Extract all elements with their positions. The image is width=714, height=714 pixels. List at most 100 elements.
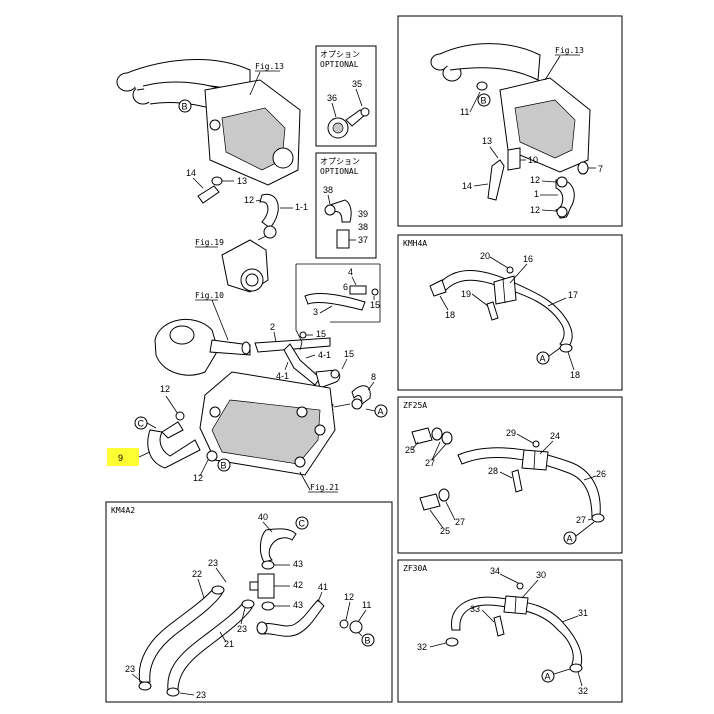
svg-text:1-1: 1-1: [295, 202, 308, 212]
svg-text:21: 21: [224, 639, 234, 649]
hose-1-1: [259, 193, 279, 229]
fig21-label: Fig.21: [310, 483, 339, 492]
pipe-3: [304, 293, 366, 311]
hose-14: [197, 185, 220, 204]
svg-text:20: 20: [480, 251, 490, 261]
svg-text:32: 32: [578, 686, 588, 696]
svg-text:35: 35: [352, 79, 362, 89]
svg-text:3: 3: [313, 307, 318, 317]
svg-text:A: A: [540, 354, 546, 364]
fig13-label: Fig.13: [255, 62, 284, 71]
svg-text:15: 15: [370, 300, 380, 310]
hose-14-rt: [487, 159, 505, 201]
svg-text:OPTIONAL: OPTIONAL: [320, 167, 359, 176]
svg-text:12: 12: [530, 175, 540, 185]
svg-text:10: 10: [528, 155, 538, 165]
svg-text:27: 27: [455, 517, 465, 527]
svg-text:19: 19: [461, 289, 471, 299]
svg-text:22: 22: [192, 569, 202, 579]
svg-text:23: 23: [125, 664, 135, 674]
svg-text:28: 28: [488, 466, 498, 476]
svg-text:39: 39: [358, 209, 368, 219]
panel-km4a2: KM4A2 C 40 43 42 43 41 12 11 B 23: [105, 501, 393, 703]
svg-text:29: 29: [506, 428, 516, 438]
ref-marker-b-main: [217, 458, 231, 472]
hose-21: [167, 601, 253, 691]
hose-9: [147, 429, 201, 469]
fig10-label: Fig.10: [195, 291, 224, 300]
svg-text:12: 12: [160, 384, 170, 394]
svg-text:34: 34: [490, 566, 500, 576]
svg-text:27: 27: [425, 458, 435, 468]
optional-box-2: オプション OPTIONAL 38 39 38 37: [315, 152, 377, 259]
svg-text:23: 23: [196, 690, 206, 700]
svg-text:11: 11: [362, 600, 371, 610]
svg-text:4-1: 4-1: [276, 371, 289, 381]
svg-text:A: A: [567, 534, 573, 544]
svg-text:12: 12: [344, 592, 354, 602]
svg-text:37: 37: [358, 235, 368, 245]
hose-40: [259, 528, 297, 563]
hose-41: [261, 599, 325, 637]
svg-text:41: 41: [318, 582, 328, 592]
svg-text:15: 15: [316, 329, 326, 339]
svg-text:31: 31: [578, 608, 588, 618]
elbow-39: [329, 199, 352, 223]
svg-text:B: B: [365, 636, 371, 646]
hose-31: [451, 596, 583, 669]
zf25a-title: ZF25A: [403, 401, 427, 410]
svg-text:6: 6: [343, 282, 348, 292]
tee-42: [257, 573, 275, 599]
svg-text:25: 25: [405, 445, 415, 455]
svg-text:38: 38: [358, 222, 368, 232]
svg-text:B: B: [182, 102, 188, 112]
panel-kmh4a: KMH4A 20 16 19 17 18 A 18: [397, 234, 623, 391]
svg-text:25: 25: [440, 526, 450, 536]
svg-text:12: 12: [244, 195, 254, 205]
panel-zf30a: ZF30A 34 30 33 31 32 A 32: [397, 559, 623, 703]
svg-text:Fig.13: Fig.13: [555, 46, 584, 55]
svg-text:26: 26: [596, 469, 606, 479]
main-assembly: Fig.13 B 14 13 12 1-1 Fig.19 Fig.10: [107, 59, 388, 493]
kmh4a-title: KMH4A: [403, 239, 427, 248]
svg-text:13: 13: [237, 176, 247, 186]
svg-text:13: 13: [482, 136, 492, 146]
svg-text:9: 9: [118, 453, 123, 463]
svg-text:15: 15: [344, 349, 354, 359]
svg-text:17: 17: [568, 290, 578, 300]
svg-text:8: 8: [371, 372, 376, 382]
svg-text:B: B: [481, 96, 487, 106]
svg-text:C: C: [138, 419, 145, 429]
svg-text:43: 43: [293, 559, 303, 569]
svg-text:14: 14: [462, 181, 472, 191]
svg-text:オプション: オプション: [320, 157, 360, 166]
svg-text:24: 24: [550, 431, 560, 441]
svg-text:11: 11: [460, 107, 469, 117]
svg-text:12: 12: [193, 473, 203, 483]
svg-text:43: 43: [293, 600, 303, 610]
svg-text:1: 1: [534, 189, 539, 199]
svg-text:オプション: オプション: [320, 50, 360, 59]
svg-text:C: C: [299, 519, 306, 529]
zf30a-title: ZF30A: [403, 564, 427, 573]
svg-text:7: 7: [598, 164, 603, 174]
fig19-label: Fig.19: [195, 238, 224, 247]
svg-text:4-1: 4-1: [318, 350, 331, 360]
svg-text:OPTIONAL: OPTIONAL: [320, 60, 359, 69]
svg-text:32: 32: [417, 642, 427, 652]
svg-text:A: A: [378, 407, 384, 417]
svg-text:4: 4: [348, 267, 353, 277]
svg-text:16: 16: [523, 254, 533, 264]
svg-text:36: 36: [327, 93, 337, 103]
svg-text:2: 2: [270, 322, 275, 332]
km4a2-title: KM4A2: [111, 506, 135, 515]
svg-text:42: 42: [293, 580, 303, 590]
svg-text:23: 23: [208, 558, 218, 568]
ref-marker-b-top: [178, 99, 192, 113]
svg-text:12: 12: [530, 205, 540, 215]
svg-text:18: 18: [570, 370, 580, 380]
svg-text:18: 18: [445, 310, 455, 320]
panel-zf25a: ZF25A 29 24 25 27 28 26 27 25 27 A: [397, 396, 623, 554]
